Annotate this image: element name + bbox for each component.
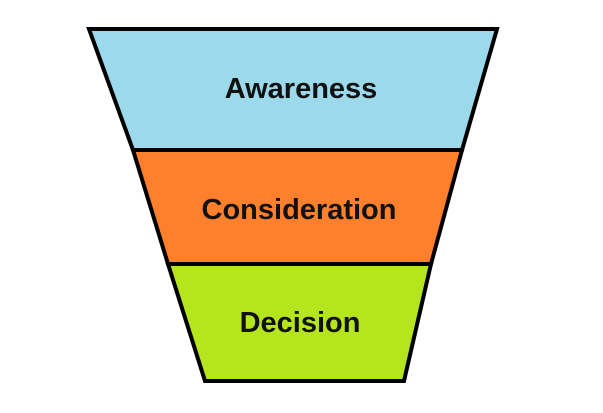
consideration-stage-label: Consideration: [202, 194, 397, 226]
funnel-stage-awareness: Awareness: [86, 27, 500, 152]
decision-stage-shape: [165, 262, 434, 383]
funnel-stage-decision: Decision: [165, 262, 434, 383]
funnel-stage-consideration: Consideration: [130, 148, 465, 266]
awareness-stage-label: Awareness: [225, 73, 378, 105]
decision-stage-label: Decision: [240, 307, 361, 339]
